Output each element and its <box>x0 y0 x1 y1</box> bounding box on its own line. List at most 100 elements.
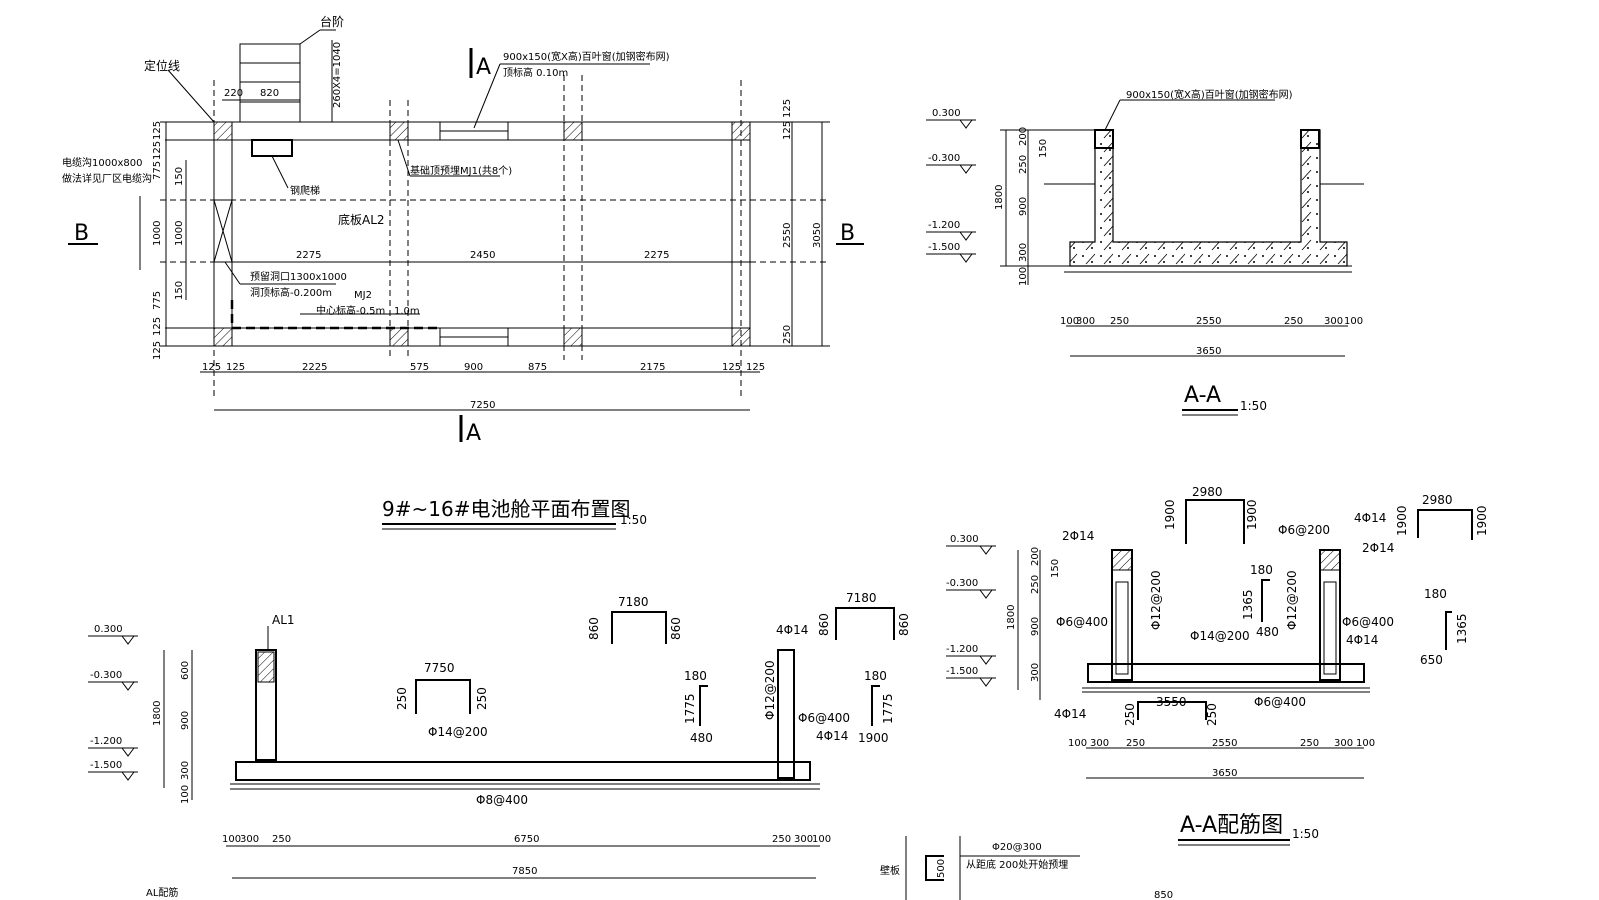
dim-top-0: 220 <box>224 88 243 99</box>
rb-elev-0: 0.300 <box>950 534 979 545</box>
al-dim-left-2: 900 <box>180 711 191 730</box>
al-dim-left-3: 300 <box>180 761 191 780</box>
rb-elev-2: -1.200 <box>946 644 978 655</box>
dim-left-6: 150 <box>174 281 185 300</box>
rb-top-len: 2980 <box>1192 485 1223 499</box>
plan-title: 9#~16#电池舱平面布置图 <box>382 497 630 521</box>
dim-bottom-0: 125 <box>202 362 221 373</box>
section-mark-b-left: B <box>74 221 89 246</box>
dim-right-3: 3050 <box>812 223 823 248</box>
rb-label-9: 4Φ14 <box>1346 633 1378 647</box>
rb-bottom-leg-r: 250 <box>1205 703 1219 726</box>
mj2-length: 1.0m <box>394 306 420 317</box>
rb-scale: 1:50 <box>1292 827 1319 841</box>
rb-hook-r-2: 650 <box>1420 653 1443 667</box>
aa-title: A-A <box>1184 383 1221 408</box>
louver-top-elev: 顶标高 0.10m <box>503 66 568 79</box>
al-label-0: 4Φ14 <box>776 623 808 637</box>
louver-note: 900x150(宽X高)百叶窗(加钢密布网) <box>503 50 670 63</box>
al-dim-left-4: 100 <box>180 785 191 804</box>
plan-scale: 1:50 <box>620 513 647 527</box>
rb-label-1: Φ6@200 <box>1278 523 1330 537</box>
al-top-leg-l: 860 <box>587 617 601 640</box>
aa-elev-3: -1.500 <box>928 242 960 253</box>
aa-dim-left-1: 150 <box>1038 139 1049 158</box>
al-u-leg-r: 250 <box>475 687 489 710</box>
al-top2-leg-r: 860 <box>897 613 911 636</box>
al-dim-bottom-0: 100 <box>222 834 241 845</box>
mj2-label: MJ2 <box>354 290 372 301</box>
dim-left-5: 1000 <box>174 221 185 246</box>
rb-label-8: Φ14@200 <box>1190 629 1250 643</box>
al-tag: AL1 <box>272 613 295 627</box>
aa-dim-left-5: 300 <box>1018 243 1029 262</box>
al-label-5: Φ8@400 <box>476 793 528 807</box>
al-title: AL配筋 <box>146 886 178 899</box>
rb-dim-bottom-0: 100 <box>1068 738 1087 749</box>
aa-dim-left-2: 250 <box>1018 155 1029 174</box>
dim-right-1: 125 <box>782 121 793 140</box>
section-mark-b-right: B <box>840 221 855 246</box>
cable-trench-label: 电缆沟1000x800 <box>62 156 142 169</box>
rb-hook-r-1: 1365 <box>1455 613 1469 644</box>
dim-top-1: 820 <box>260 88 279 99</box>
al-elev-1: -0.300 <box>90 670 122 681</box>
rb-dim-bottom-4: 250 <box>1300 738 1319 749</box>
dim-inner-1: 2450 <box>470 250 495 261</box>
detail-bar: Φ20@300 <box>992 842 1042 853</box>
al-dim-bottom-6: 100 <box>812 834 831 845</box>
rb-top-leg-l: 1900 <box>1163 499 1177 530</box>
positioning-line-label: 定位线 <box>144 58 180 73</box>
aa-dim-bottom-3: 2550 <box>1196 316 1221 327</box>
al-top-leg-r: 860 <box>669 617 683 640</box>
rb-top2-len: 2980 <box>1422 493 1453 507</box>
detail-dim: 500 <box>936 859 947 878</box>
aa-elev-2: -1.200 <box>928 220 960 231</box>
dim-bottom-2: 2225 <box>302 362 327 373</box>
dim-bottom-3: 575 <box>410 362 429 373</box>
rb-dim-left-5: 300 <box>1030 663 1041 682</box>
rb-label-5: Φ12@200 <box>1285 570 1299 630</box>
rb-dim-total: 3650 <box>1212 768 1237 779</box>
dim-bottom-7: 125 <box>722 362 741 373</box>
aa-dim-bottom-4: 250 <box>1284 316 1303 327</box>
rb-elev-1: -0.300 <box>946 578 978 589</box>
aa-dim-bottom-0: 100 <box>1060 316 1079 327</box>
al-label-4: Φ14@200 <box>428 725 488 739</box>
aa-elev-0: 0.300 <box>932 108 961 119</box>
rb-elev-3: -1.500 <box>946 666 978 677</box>
rb-title: A-A配筋图 <box>1180 813 1283 838</box>
rb-top2-leg-l: 1900 <box>1395 505 1409 536</box>
mj2-center-elev: 中心标高-0.5m <box>316 304 385 317</box>
rb-hook-l-0: 180 <box>1250 563 1273 577</box>
rb-hook-l-1: 1365 <box>1241 589 1255 620</box>
al-top2-len: 7180 <box>846 591 877 605</box>
aa-dim-bottom-5: 300 <box>1324 316 1343 327</box>
wall-detail: 壁板 500 Φ20@300 从距底 200处开始预埋 850 <box>880 836 1173 900</box>
al-hook2-2: 1900 <box>858 731 889 745</box>
al-dim-left-1: 1800 <box>152 701 163 726</box>
aa-dim-left-6: 100 <box>1018 267 1029 286</box>
rb-dim-left-2: 250 <box>1030 575 1041 594</box>
dim-bottom-5: 875 <box>528 362 547 373</box>
dim-right-2: 2550 <box>782 223 793 248</box>
dim-left-8: 125 <box>152 317 163 336</box>
al-hook-1: 1775 <box>683 693 697 724</box>
al-elev-0: 0.300 <box>94 624 123 635</box>
al-label-1: Φ12@200 <box>763 660 777 720</box>
al-dim-left-0: 600 <box>180 661 191 680</box>
aa-dim-left-4: 900 <box>1018 197 1029 216</box>
dim-inner-0: 2275 <box>296 250 321 261</box>
al-top2-leg-l: 860 <box>817 613 831 636</box>
dim-bottom-6: 2175 <box>640 362 665 373</box>
section-aa: 900x150(宽X高)百叶窗(加钢密布网) 0.300 -0.300 -1.2… <box>926 88 1364 416</box>
al-dim-total: 7850 <box>512 866 537 877</box>
aa-louver-note: 900x150(宽X高)百叶窗(加钢密布网) <box>1126 88 1293 101</box>
rb-label-3: 2Φ14 <box>1362 541 1394 555</box>
opening-top-elev: 洞顶标高-0.200m <box>250 286 332 299</box>
section-aa-rebar: 2980 1900 1900 2980 1900 1900 180 1365 4… <box>946 485 1489 846</box>
al-dim-bottom-1: 300 <box>240 834 259 845</box>
aa-dim-bottom-2: 250 <box>1110 316 1129 327</box>
dim-left-4: 1000 <box>152 221 163 246</box>
rb-label-7: Φ6@400 <box>1342 615 1394 629</box>
